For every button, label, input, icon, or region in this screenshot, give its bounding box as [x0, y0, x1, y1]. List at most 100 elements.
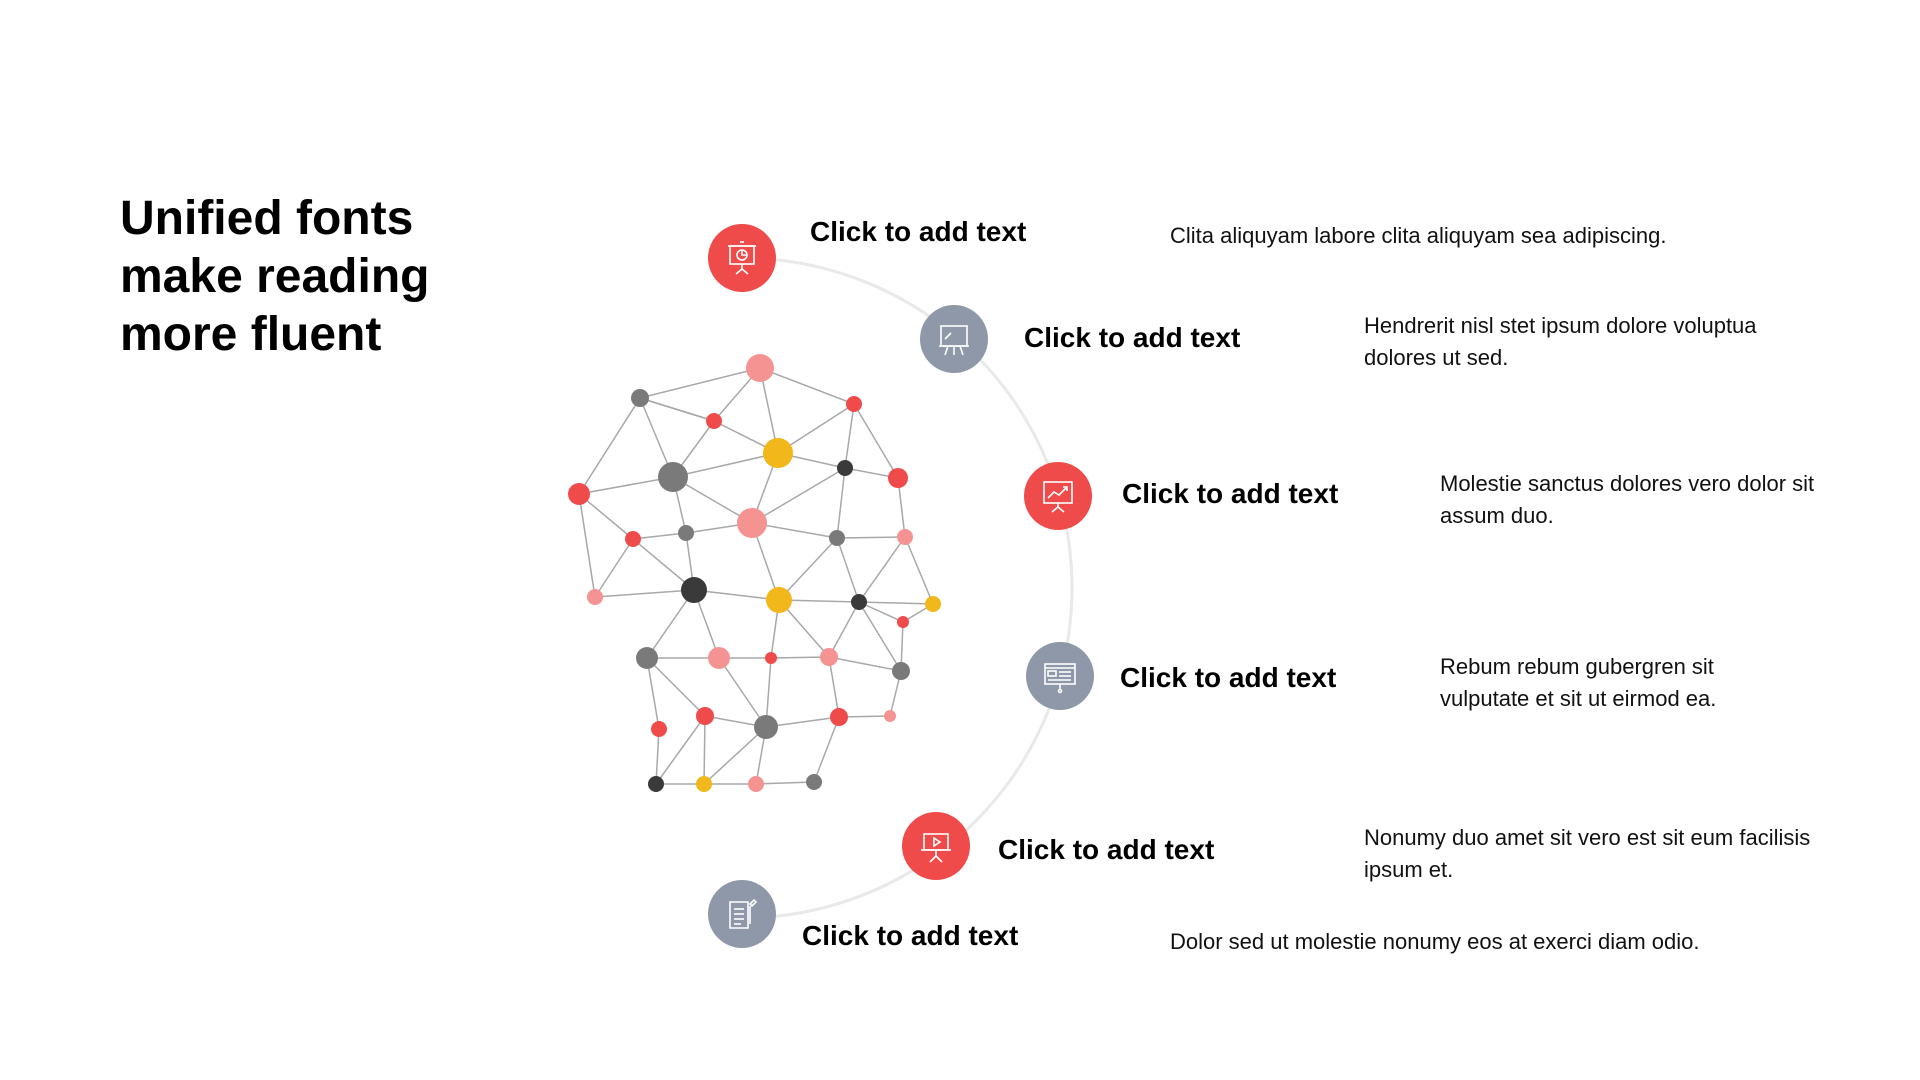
network-node [746, 354, 774, 382]
network-node [897, 616, 909, 628]
network-node [568, 483, 590, 505]
network-node [829, 530, 845, 546]
network-node [765, 652, 777, 664]
item-6-description[interactable]: Dolor sed ut molestie nonumy eos at exer… [1170, 929, 1700, 954]
network-node [888, 468, 908, 488]
item-4-description[interactable]: Rebum rebum gubergren sit vulputate et s… [1440, 654, 1717, 711]
network-node [708, 647, 730, 669]
network-edge [853, 403, 899, 479]
title-line: make reading [120, 250, 430, 303]
network-edge [828, 656, 840, 718]
network-edge [646, 657, 660, 730]
network-edge [751, 467, 846, 524]
title-line: Unified fonts [120, 192, 414, 245]
network-edge [578, 493, 634, 540]
item-2-icon-circle [920, 305, 988, 373]
item-5-icon-circle [902, 812, 970, 880]
presentation-chart-icon [728, 241, 756, 275]
network-node [925, 596, 941, 612]
network-node [658, 462, 688, 492]
network-node [651, 721, 667, 737]
network-node [625, 531, 641, 547]
network-edge [836, 536, 906, 539]
network-node [884, 710, 896, 722]
network-edge [594, 589, 695, 598]
item-4-heading[interactable]: Click to add text [1120, 662, 1337, 693]
network-node [754, 715, 778, 739]
network-node [837, 460, 853, 476]
network-node [897, 529, 913, 545]
network-edge [836, 537, 860, 603]
network-edge [639, 367, 761, 399]
video-presentation-icon [921, 833, 951, 863]
monitor-layout-icon [1044, 663, 1076, 694]
item-1-description[interactable]: Clita aliquyam labore clita aliquyam sea… [1170, 223, 1667, 248]
network-edge [632, 532, 687, 540]
network-node [851, 594, 867, 610]
network-edge [639, 397, 715, 422]
network-edge [578, 476, 674, 495]
network-node [806, 774, 822, 790]
network-edge [844, 403, 855, 469]
network-node [737, 508, 767, 538]
item-6-icon-circle [708, 880, 776, 948]
network-node [681, 577, 707, 603]
network-edge [655, 728, 660, 785]
slide-title[interactable]: Unified fonts make reading more fluent [120, 190, 540, 364]
item-3-icon-circle [1024, 462, 1092, 530]
item-1-heading[interactable]: Click to add text [810, 216, 1027, 247]
document-pen-icon [729, 898, 758, 929]
network-node [820, 648, 838, 666]
network-node [696, 776, 712, 792]
network-edge [813, 716, 840, 783]
item-3-description[interactable]: Molestie sanctus dolores vero dolor sit … [1440, 471, 1815, 528]
item-1-icon-circle [708, 224, 776, 292]
network-node [648, 776, 664, 792]
network-edge [904, 536, 934, 605]
easel-board-icon [939, 325, 969, 356]
item-2-description[interactable]: Hendrerit nisl stet ipsum dolore voluptu… [1364, 313, 1757, 370]
network-node [678, 525, 694, 541]
network-node [763, 438, 793, 468]
network-edge [578, 493, 596, 598]
network-edge [858, 601, 902, 672]
item-2-heading[interactable]: Click to add text [1024, 322, 1241, 353]
network-edge [858, 601, 934, 605]
network-node [636, 647, 658, 669]
network-edge [765, 716, 840, 728]
network-edge [770, 656, 830, 659]
network-edge [703, 715, 706, 785]
item-3-heading[interactable]: Click to add text [1122, 478, 1339, 509]
network-edge [755, 781, 815, 785]
network-edge [828, 656, 902, 672]
network-edge [777, 403, 855, 454]
item-5-description[interactable]: Nonumy duo amet sit vero est sit eum fac… [1364, 825, 1811, 882]
network-edge [718, 657, 767, 728]
network-node [587, 589, 603, 605]
item-5-heading[interactable]: Click to add text [998, 834, 1215, 865]
title-line: more fluent [120, 308, 382, 361]
item-6-heading[interactable]: Click to add text [802, 920, 1019, 951]
network-edge [672, 452, 779, 478]
network-node [892, 662, 910, 680]
network-edge [655, 715, 706, 785]
growth-chart-board-icon [1043, 481, 1073, 513]
network-node [696, 707, 714, 725]
network-edge [703, 726, 767, 785]
network-edge [858, 536, 906, 603]
network-edge [828, 601, 860, 658]
network-node [631, 389, 649, 407]
network-edge [646, 589, 695, 659]
network-edge [646, 657, 706, 717]
network-edge [778, 537, 838, 601]
network-node [706, 413, 722, 429]
network-node [830, 708, 848, 726]
network-edge [578, 397, 641, 495]
network-edge [759, 367, 855, 405]
network-nodes [568, 354, 941, 792]
network-edge [778, 599, 860, 603]
network-node [748, 776, 764, 792]
network-edge [693, 589, 780, 601]
network-node [766, 587, 792, 613]
